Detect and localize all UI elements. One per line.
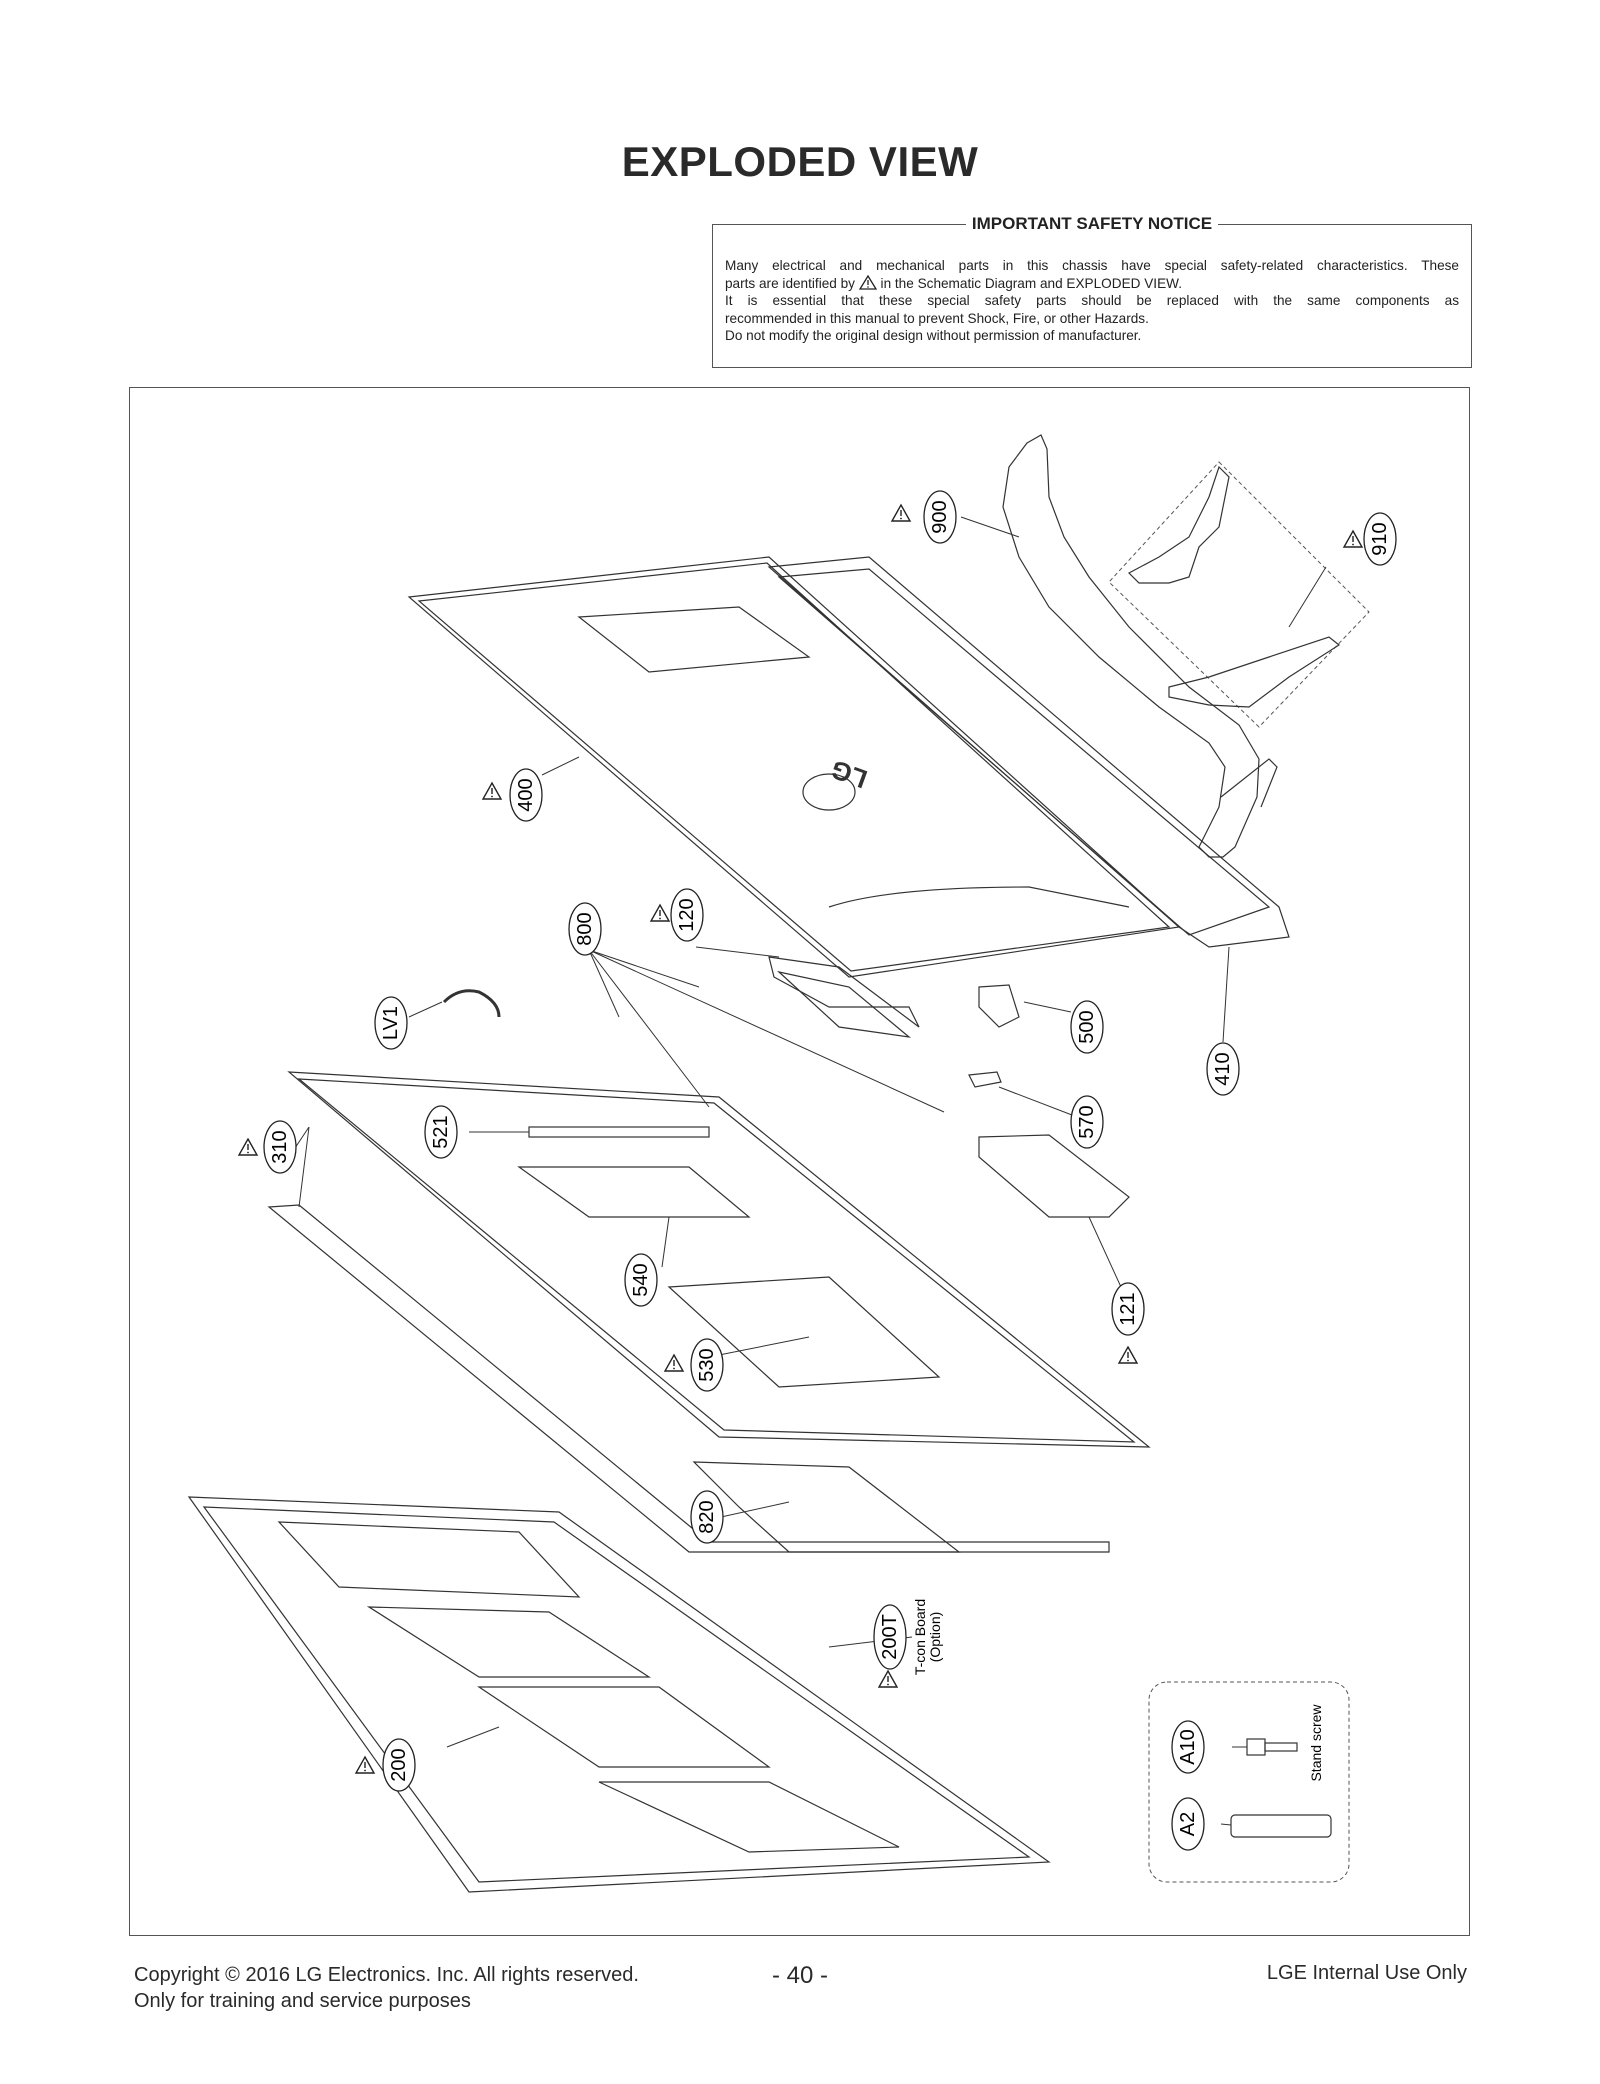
svg-text:800: 800: [574, 912, 596, 945]
svg-text:A10: A10: [1177, 1729, 1199, 1765]
notice-line-2b: in the Schematic Diagram and EXPLODED VI…: [880, 275, 1182, 291]
sheet-820: [692, 1461, 961, 1553]
label-530: 530: [664, 1338, 724, 1392]
svg-text:120: 120: [676, 898, 698, 931]
rear-bezel-410: [767, 556, 1290, 948]
svg-text:500: 500: [1076, 1010, 1098, 1043]
footer-training-line: Only for training and service purposes: [134, 1990, 471, 2012]
stand-screw-shape: [1246, 1738, 1298, 1756]
speaker-121: [978, 1134, 1130, 1218]
svg-text:540: 540: [630, 1263, 652, 1296]
lg-logo-text: LG: [827, 754, 871, 795]
safety-notice-heading: IMPORTANT SAFETY NOTICE: [713, 214, 1471, 234]
part-570-shape: [968, 1071, 1002, 1088]
svg-text:820: 820: [696, 1500, 718, 1533]
notice-line-2: parts are identified by in the Schematic…: [725, 274, 1459, 293]
power-board-530: [667, 1276, 941, 1388]
svg-text:410: 410: [1212, 1052, 1234, 1085]
warning-triangle-icon: [858, 274, 877, 290]
label-910: 910: [1343, 512, 1397, 566]
remote-shape: [1230, 1814, 1332, 1838]
exploded-view-diagram: LG: [187, 434, 1397, 1893]
svg-text:400: 400: [515, 778, 537, 811]
notice-line-2a: parts are identified by: [725, 275, 855, 291]
footer-copyright: Copyright © 2016 LG Electronics. Inc. Al…: [134, 1962, 639, 2014]
label-400: 400: [482, 768, 543, 822]
label-200T: 200T T-con Board (Option): [873, 1599, 943, 1688]
stand-screw-label: Stand screw: [1308, 1704, 1324, 1782]
svg-text:200T: 200T: [879, 1614, 901, 1660]
label-500: 500: [1070, 1000, 1104, 1054]
label-200: 200: [355, 1738, 416, 1792]
svg-text:570: 570: [1076, 1105, 1098, 1138]
speaker-120: [768, 956, 920, 1038]
cable-lv1-shape: [442, 989, 501, 1018]
svg-text:530: 530: [696, 1348, 718, 1381]
label-900: 900: [891, 490, 957, 544]
svg-text:A2: A2: [1177, 1812, 1199, 1836]
tcon-board-label: T-con Board: [912, 1599, 928, 1675]
label-A10: A10: [1171, 1720, 1205, 1774]
label-820: 820: [690, 1490, 724, 1544]
page-number: - 40 -: [771, 1962, 828, 1989]
connector-bar-521: [528, 1126, 710, 1138]
footer-copyright-line: Copyright © 2016 LG Electronics. Inc. Al…: [134, 1964, 639, 1986]
stand-part-910: [1108, 461, 1370, 728]
diagram-frame: [129, 387, 1470, 1936]
main-board-540: [517, 1166, 751, 1218]
label-LV1: LV1: [374, 996, 408, 1050]
page-title: EXPLODED VIEW: [621, 138, 979, 185]
module-200: [187, 1496, 1051, 1893]
part-500-shape: [978, 984, 1020, 1028]
label-570: 570: [1070, 1095, 1104, 1149]
label-800: 800: [568, 902, 602, 956]
notice-line-4: recommended in this manual to prevent Sh…: [725, 310, 1149, 326]
svg-text:521: 521: [430, 1115, 452, 1148]
svg-text:910: 910: [1369, 522, 1391, 555]
notice-line-3: It is essential that these special safet…: [725, 293, 1459, 309]
notice-line-5: Do not modify the original design withou…: [725, 328, 1142, 344]
safety-notice-box: IMPORTANT SAFETY NOTICE Many electrical …: [712, 214, 1472, 368]
label-120: 120: [650, 888, 704, 942]
label-310: 310: [238, 1120, 297, 1174]
label-A2: A2: [1171, 1797, 1205, 1851]
stand-part-900: [1002, 434, 1278, 858]
safety-notice-body: Many electrical and mechanical parts in …: [725, 257, 1459, 345]
frame-310: [267, 1071, 1151, 1553]
svg-text:310: 310: [269, 1130, 291, 1163]
svg-text:121: 121: [1117, 1292, 1139, 1325]
label-410: 410: [1206, 1042, 1240, 1096]
svg-text:200: 200: [388, 1748, 410, 1781]
label-521: 521: [424, 1105, 458, 1159]
back-cover-400: LG: [407, 556, 1181, 978]
tcon-option-label: (Option): [927, 1612, 943, 1663]
accessory-box: [1148, 1681, 1350, 1883]
label-121: 121: [1111, 1282, 1145, 1364]
leader-lines: [288, 516, 1327, 1826]
label-540: 540: [624, 1253, 658, 1307]
svg-text:900: 900: [929, 500, 951, 533]
notice-line-1: Many electrical and mechanical parts in …: [725, 258, 1459, 273]
svg-text:LV1: LV1: [380, 1006, 402, 1040]
footer-internal-use: LGE Internal Use Only: [1266, 1962, 1467, 1984]
